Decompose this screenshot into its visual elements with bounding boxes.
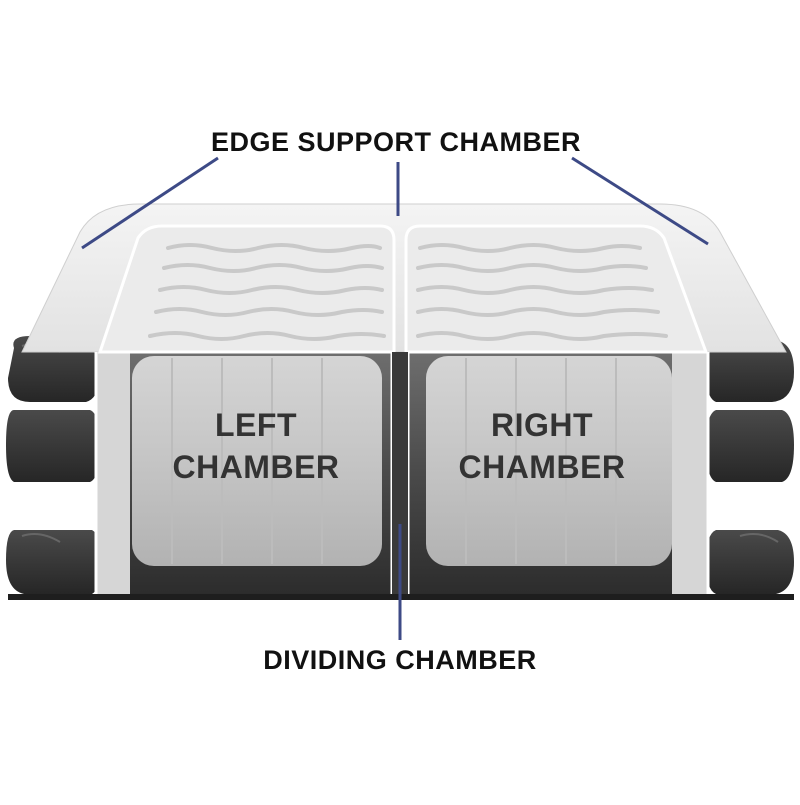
right-chamber-label-line2: CHAMBER — [458, 449, 625, 485]
leader-lines — [81, 156, 709, 640]
dividing-label: DIVIDING CHAMBER — [263, 645, 537, 675]
left-chamber-tubes — [132, 356, 382, 566]
right-edge-coils — [706, 340, 794, 594]
right-edge-panel — [672, 352, 708, 596]
dividing-chamber — [392, 352, 408, 596]
left-chamber-label-line1: LEFT — [215, 407, 297, 443]
edge-support-label: EDGE SUPPORT CHAMBER — [211, 127, 581, 157]
left-tufting — [148, 243, 386, 341]
right-tufting — [416, 243, 668, 341]
left-edge-coils — [6, 336, 100, 594]
right-chamber-tubes — [426, 356, 672, 566]
edge-support-leader-left — [81, 156, 219, 250]
left-edge-panel — [96, 352, 130, 596]
right-chamber-label-line1: RIGHT — [491, 407, 593, 443]
left-chamber-label-line2: CHAMBER — [172, 449, 339, 485]
edge-support-leader-right — [571, 156, 709, 246]
left-top-chamber — [97, 224, 396, 354]
